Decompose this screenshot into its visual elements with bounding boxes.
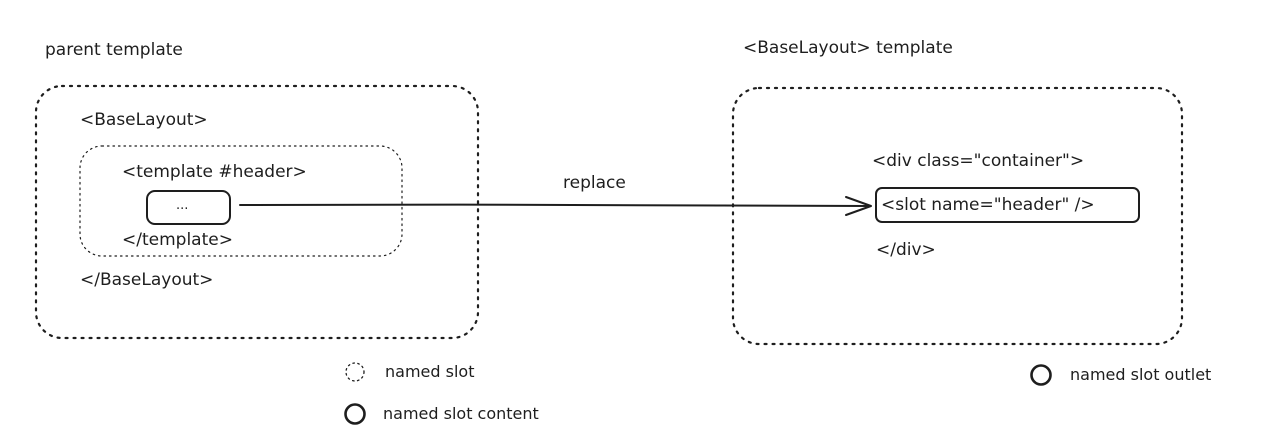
replace-label: replace: [563, 173, 626, 193]
slot-content-ellipsis: ...: [176, 198, 189, 213]
replace-arrow: [239, 196, 872, 216]
replace-arrow-head: [845, 196, 872, 216]
named-slot-legend-label: named slot: [385, 362, 475, 381]
named-slot-box: [79, 145, 403, 257]
slot-content-box: [146, 190, 231, 225]
named-slot-outlet-legend-label: named slot outlet: [1070, 365, 1212, 384]
div-close-tag: </div>: [876, 240, 936, 260]
parent-template-title: parent template: [45, 40, 183, 60]
baselayout-close-tag: </BaseLayout>: [80, 270, 214, 290]
div-container-open-tag: <div class="container">: [872, 151, 1085, 171]
named-slot-content-legend-label: named slot content: [383, 404, 539, 423]
slot-outlet-box: [875, 187, 1140, 223]
template-close-tag: </template>: [122, 230, 233, 250]
named-slot-legend-icon: [345, 362, 365, 382]
named-slot-content-legend-icon: [344, 403, 366, 425]
baselayout-open-tag: <BaseLayout>: [80, 110, 208, 130]
baselayout-template-box: [731, 86, 1184, 346]
slot-outlet-tag: <slot name="header" />: [881, 195, 1095, 215]
named-slot-outlet-legend-icon: [1030, 364, 1052, 386]
parent-baselayout-box: [34, 84, 480, 340]
baselayout-template-title: <BaseLayout> template: [743, 38, 953, 58]
template-header-open-tag: <template #header>: [122, 162, 307, 182]
replace-arrow-line: [239, 203, 871, 207]
